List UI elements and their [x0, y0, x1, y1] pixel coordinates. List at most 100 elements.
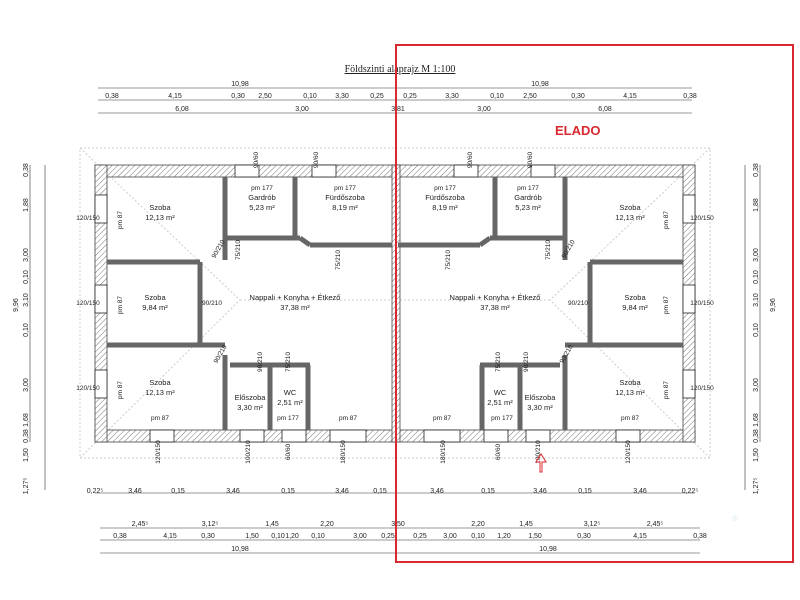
window [423, 429, 461, 443]
dimension-label: 0,30 [577, 533, 591, 540]
opening-label: 90/60 [467, 151, 474, 168]
room-area: 9,84 m² [142, 303, 168, 312]
dimension-label: 3,30 [445, 93, 459, 100]
dimension-label: 3,12⁵ [584, 521, 601, 528]
dimension-label: 1,88 [23, 198, 30, 212]
room-area: 9,84 m² [622, 303, 648, 312]
opening-label: pm 87 [151, 415, 169, 422]
opening-label: pm 87 [117, 211, 124, 229]
opening-label: pm 87 [663, 296, 670, 314]
dimension-label: 4,15 [163, 533, 177, 540]
dimension-label: 0,15 [171, 488, 185, 495]
entrance-arrow-icon [535, 453, 547, 473]
window [453, 164, 479, 178]
opening-label: 75/210 [235, 240, 242, 260]
room-area: 8,19 m² [332, 203, 358, 212]
room-name: Szoba [149, 203, 171, 212]
sale-label: ELADO [555, 123, 601, 138]
dimension-label: 2,45⁵ [647, 521, 664, 528]
opening-label: pm 177 [251, 185, 273, 192]
opening-label: 90/60 [527, 151, 534, 168]
dimension-label: 3,50 [391, 521, 405, 528]
sale-frame [395, 44, 794, 563]
opening-label: 120/150 [76, 385, 100, 392]
dimension-label: 3,00 [477, 106, 491, 113]
inner-walls [107, 177, 683, 430]
dimension-label: 0,38 [753, 429, 760, 443]
window [149, 429, 175, 443]
dimension-line [298, 235, 312, 248]
window [682, 284, 696, 314]
dimension-label: 3,00 [353, 533, 367, 540]
dimension-label: 3,10 [23, 293, 30, 307]
room-area: 12,13 m² [145, 388, 175, 397]
dimension-label: 1,20 [497, 533, 511, 540]
dimension-label: 4,15 [623, 93, 637, 100]
room-name: Szoba [144, 293, 166, 302]
dimension-label: 0,30 [231, 93, 245, 100]
opening-label: 90/60 [253, 151, 260, 168]
room-area: 12,13 m² [145, 213, 175, 222]
room-area: 5,23 m² [249, 203, 275, 212]
dimension-label: 1,20 [285, 533, 299, 540]
dimension-label: 0,25 [381, 533, 395, 540]
room-name: Nappali + Konyha + Étkező [250, 293, 341, 302]
opening-label: pm 177 [517, 185, 539, 192]
dimension-label: 1,27⁵ [23, 478, 30, 495]
window [682, 369, 696, 399]
opening-label: 75/210 [445, 250, 452, 270]
dimension-label: 1,88 [753, 198, 760, 212]
dimension-label: 0,10 [490, 93, 504, 100]
dimension-label: 0,30 [571, 93, 585, 100]
dimension-label: 2,45⁵ [132, 521, 149, 528]
room-name: Szoba [624, 293, 646, 302]
dimension-label: 0,38 [683, 93, 697, 100]
dimension-label: 2,20 [471, 521, 485, 528]
dimension-label: 0,25 [403, 93, 417, 100]
dimension-label: 0,38 [23, 163, 30, 177]
dimension-label: 3,46 [335, 488, 349, 495]
room-name: Szoba [619, 378, 641, 387]
dimension-label: 3,10 [753, 293, 760, 307]
dimension-label: 10,98 [231, 546, 249, 553]
dimension-label: 3,00 [295, 106, 309, 113]
dimension-label: 3,00 [23, 378, 30, 392]
dimension-label: 3,00 [23, 248, 30, 262]
window [682, 194, 696, 224]
dimension-label: 0,10 [303, 93, 317, 100]
opening-label: 75/210 [335, 250, 342, 270]
logo-watermark: ◎ [732, 515, 738, 522]
dimension-label: 3,46 [633, 488, 647, 495]
opening-label: 120/150 [690, 300, 714, 307]
window [94, 369, 108, 399]
opening-label: 120/150 [155, 440, 162, 464]
room-name: Szoba [619, 203, 641, 212]
dimension-label: 0,10 [471, 533, 485, 540]
window [329, 429, 367, 443]
opening-label: pm 87 [663, 211, 670, 229]
dimension-label: 2,20 [320, 521, 334, 528]
opening-label: 60/60 [285, 443, 292, 460]
dimension-label: 3,00 [443, 533, 457, 540]
room-area: 2,51 m² [277, 398, 303, 407]
dimension-label: 1,50 [753, 448, 760, 462]
dimension-label: 1,68 [23, 413, 30, 427]
dimension-label: 0,22⁵ [682, 488, 699, 495]
room-area: 12,13 m² [615, 213, 645, 222]
opening-label: pm 87 [117, 381, 124, 399]
plan-title: Földszinti alaprajz M 1:100 [345, 64, 456, 75]
window [483, 429, 509, 443]
windows [94, 164, 696, 443]
opening-label: 120/150 [690, 215, 714, 222]
room-area: 8,19 m² [432, 203, 458, 212]
room-area: 3,30 m² [527, 403, 553, 412]
dimension-label: 0,38 [105, 93, 119, 100]
dimension-label: 1,50 [528, 533, 542, 540]
dimension-label: 0,25 [370, 93, 384, 100]
opening-label: pm 87 [433, 415, 451, 422]
dimension-label: 4,15 [168, 93, 182, 100]
dimension-label: 3,46 [128, 488, 142, 495]
dimension-label: 10,98 [231, 81, 249, 88]
dimension-label: 3,46 [226, 488, 240, 495]
room-area: 37,38 m² [480, 303, 510, 312]
